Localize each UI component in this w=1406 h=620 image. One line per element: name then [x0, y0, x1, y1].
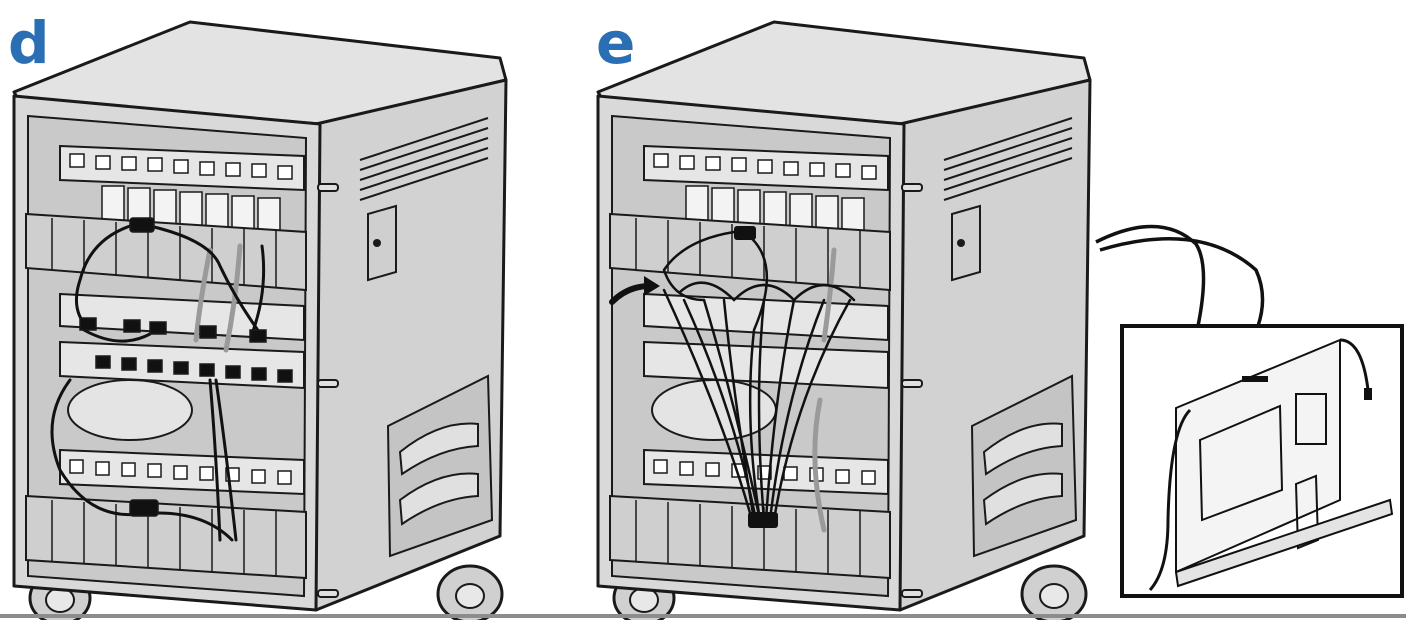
cart-panel-d	[12, 20, 508, 620]
panel-label-e: e	[596, 9, 636, 77]
detail-inset	[1120, 324, 1404, 598]
callout-detail-bracket	[1095, 224, 1265, 327]
panel-label-d: d	[8, 9, 50, 77]
cart-panel-e	[596, 20, 1092, 620]
